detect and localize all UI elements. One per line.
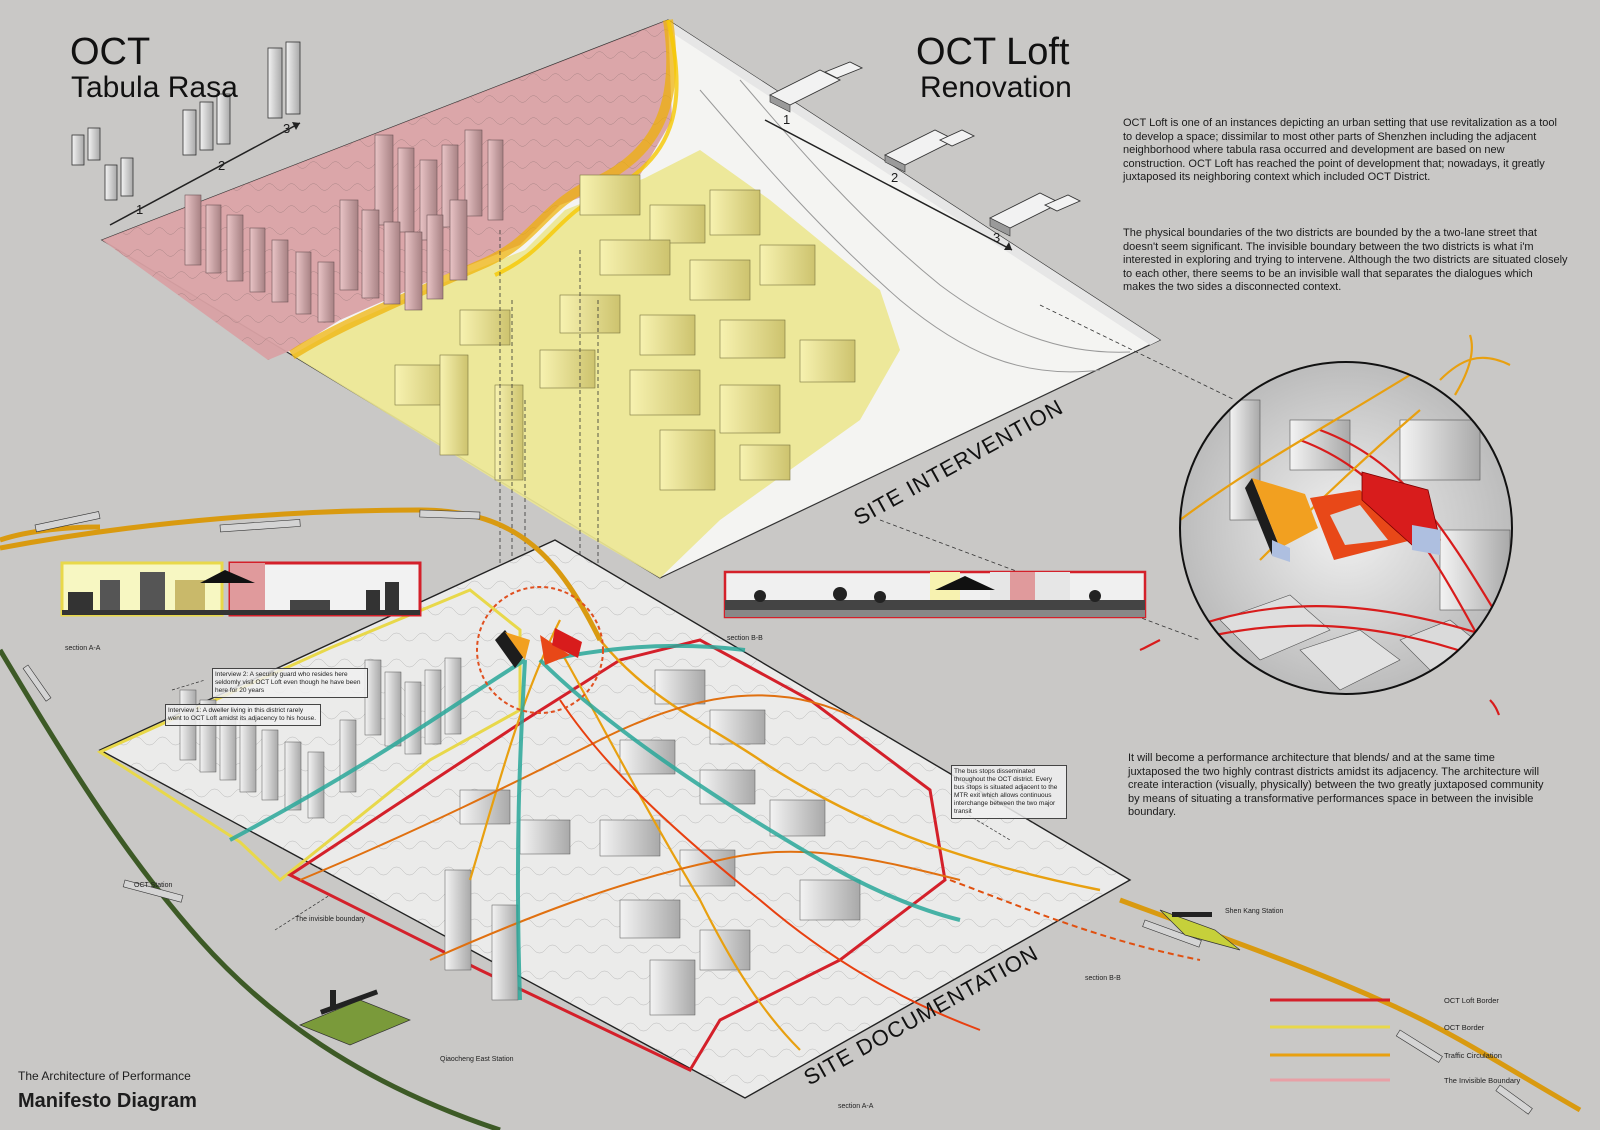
shen-kang-station-label: Shen Kang Station [1225, 908, 1283, 915]
left-step-2: 2 [218, 158, 225, 173]
left-step-3: 3 [283, 121, 290, 136]
right-step-1: 1 [783, 112, 790, 127]
detail-circle [1140, 335, 1512, 715]
legend-traffic-circulation: Traffic Circulation [1444, 1051, 1502, 1060]
footer-subtitle: The Architecture of Performance [18, 1069, 191, 1083]
section-aa-label: section A-A [65, 645, 100, 652]
left-title: OCT [70, 33, 150, 71]
legend-oct-loft-border: OCT Loft Border [1444, 996, 1499, 1005]
left-subtitle: Tabula Rasa [71, 73, 238, 103]
left-step-1: 1 [136, 202, 143, 217]
section-bb-drawing [725, 572, 1145, 617]
section-bb-bottom-label: section B-B [1085, 975, 1121, 982]
legend-invisible-boundary: The Invisible Boundary [1444, 1076, 1520, 1085]
footer-title: Manifesto Diagram [18, 1090, 197, 1113]
right-title: OCT Loft [916, 33, 1069, 71]
section-aa-drawing [62, 563, 420, 615]
paragraph-3: It will become a performance architectur… [1128, 752, 1546, 820]
paragraph-2: The physical boundaries of the two distr… [1123, 227, 1568, 295]
invisible-boundary-label: The invisible boundary [295, 916, 365, 923]
right-step-3: 3 [993, 230, 1000, 245]
legend-oct-border: OCT Border [1444, 1023, 1484, 1032]
section-aa-bottom-label: section A-A [838, 1103, 873, 1110]
paragraph-1: OCT Loft is one of an instances depictin… [1123, 117, 1568, 185]
interview-1-note: Interview 1: A dweller living in this di… [165, 704, 321, 726]
bus-stop-note: The bus stops disseminated throughout th… [951, 765, 1067, 819]
legend-swatches [1270, 1000, 1390, 1080]
right-subtitle: Renovation [920, 73, 1072, 103]
section-bb-label: section B-B [727, 635, 763, 642]
interview-2-note: Interview 2: A security guard who reside… [212, 668, 368, 698]
right-step-2: 2 [891, 170, 898, 185]
qiaocheng-station-label: Qiaocheng East Station [440, 1056, 514, 1063]
oct-station-label: OCT Station [134, 882, 172, 889]
